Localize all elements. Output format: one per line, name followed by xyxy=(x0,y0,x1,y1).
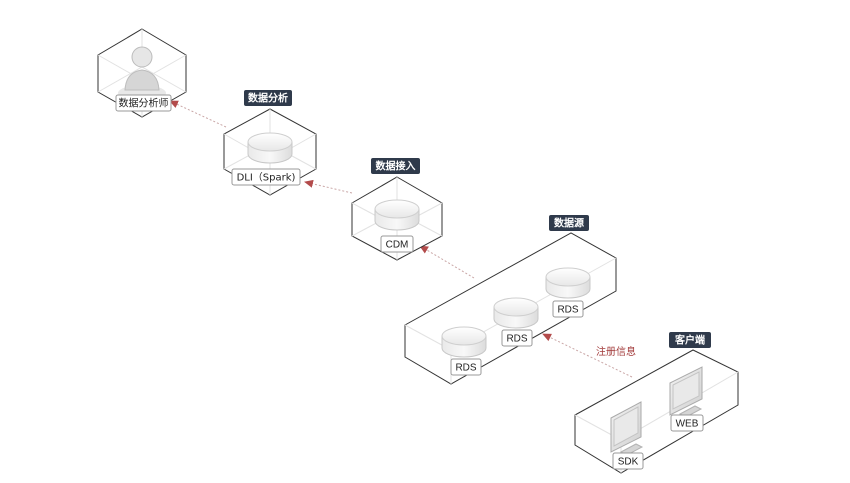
monitor-icon xyxy=(669,366,703,418)
analysis-title: 数据分析 xyxy=(248,92,288,105)
database-icon xyxy=(441,326,487,358)
analysis-group[interactable]: 数据分析 DLI（Spark) xyxy=(223,90,317,196)
ingest-group[interactable]: 数据接入 CDM xyxy=(351,158,443,261)
web-label: WEB xyxy=(676,419,699,430)
user-icon xyxy=(118,46,166,101)
dli-spark-label: DLI（Spark) xyxy=(237,172,296,184)
cdm-label: CDM xyxy=(386,240,409,251)
client-title: 客户端 xyxy=(674,334,705,347)
database-icon xyxy=(247,132,293,164)
flow-client-to-source xyxy=(542,333,633,378)
flow-source-to-ingest xyxy=(419,245,475,279)
database-icon xyxy=(493,297,539,329)
monitor-icon xyxy=(610,401,644,456)
flow-analysis-to-analyst xyxy=(169,100,227,128)
rds-label: RDS xyxy=(455,363,476,374)
source-title: 数据源 xyxy=(554,217,584,230)
connectors xyxy=(169,100,633,378)
database-icon xyxy=(374,199,420,231)
database-icon xyxy=(545,267,591,299)
flow-ingest-to-analysis xyxy=(304,179,353,194)
client-group[interactable]: 客户端 SDK WEB xyxy=(574,332,739,474)
source-group[interactable]: 数据源 RDS RDS RDS xyxy=(404,215,617,385)
analyst-node[interactable]: 数据分析师 xyxy=(97,28,187,118)
analyst-label: 数据分析师 xyxy=(119,97,169,110)
register-info-annotation: 注册信息 xyxy=(596,345,636,358)
rds-label: RDS xyxy=(557,305,578,316)
ingest-title: 数据接入 xyxy=(376,160,416,173)
sdk-label: SDK xyxy=(618,457,639,468)
rds-label: RDS xyxy=(506,334,527,345)
